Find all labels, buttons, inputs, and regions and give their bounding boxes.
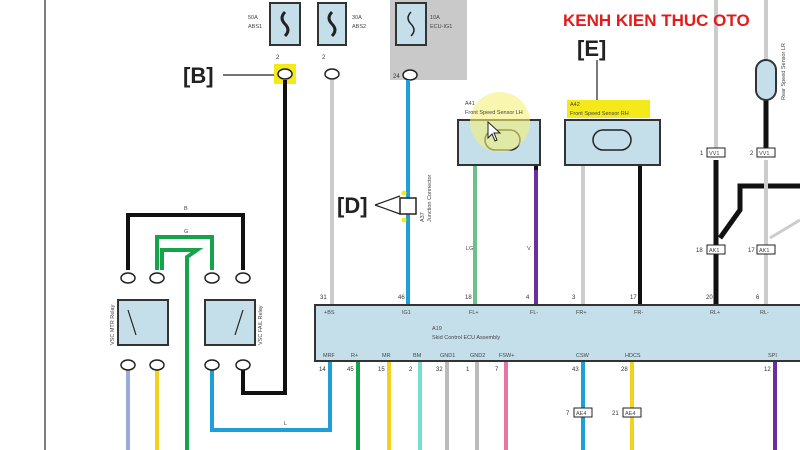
ecu-pin-number: 2: [409, 367, 413, 373]
ecu-pin-number: 46: [398, 295, 405, 301]
ecu-pin-number: 14: [319, 367, 326, 373]
ecu-pin-number: 1: [466, 367, 470, 373]
ecu-pin-label: RL-: [760, 310, 769, 316]
ecu-pin-number: 43: [572, 367, 579, 373]
ecu-pin-label: BM: [413, 353, 422, 359]
mouse-cursor-icon: [487, 120, 502, 142]
ecu-pin-label: GND2: [470, 353, 485, 359]
svg-text:24: 24: [393, 74, 400, 80]
svg-text:Skid Control ECU Assembly: Skid Control ECU Assembly: [432, 335, 500, 341]
svg-text:2: 2: [276, 55, 280, 61]
callout-d: [D]: [337, 193, 368, 218]
ecu-pin-number: 31: [320, 295, 327, 301]
relay-vsc-mtr: VSC MTR Relay: [110, 272, 169, 371]
front-speed-sensor-rh: A42 Front Speed Sensor RH: [564, 100, 661, 166]
ecu-pin-label: RL+: [710, 310, 720, 316]
ecu-pin-number: 32: [436, 367, 443, 373]
ecu-pin-number: 20: [706, 295, 713, 301]
svg-text:AE4: AE4: [576, 411, 586, 417]
ecu-pin-label: IG1: [402, 310, 411, 316]
ecu-pin-number: 3: [572, 295, 576, 301]
ecu-pin-number: 6: [756, 295, 760, 301]
ecu-pin-number: 28: [621, 367, 628, 373]
skid-control-ecu: A19 Skid Control ECU Assembly +BS31IG146…: [314, 295, 800, 373]
connector-ae4: AE4 AE4 7 21: [566, 407, 642, 418]
ecu-pin-label: +BS: [324, 310, 335, 316]
junction-name: Junction Connector: [427, 174, 433, 222]
svg-text:AK1: AK1: [709, 248, 719, 254]
svg-text:AK1: AK1: [759, 248, 769, 254]
svg-text:ECU-IG1: ECU-IG1: [430, 24, 452, 30]
watermark: KENH KIEN THUC OTO: [563, 11, 750, 30]
ecu-pin-number: 17: [630, 295, 637, 301]
fuse-abs2: 30A ABS2 2: [317, 2, 366, 80]
svg-text:Rear Speed Sensor LR: Rear Speed Sensor LR: [781, 43, 787, 100]
ecu-pin-number: 15: [378, 367, 385, 373]
svg-text:VV1: VV1: [709, 151, 719, 157]
ecu-pin-label: GND1: [440, 353, 455, 359]
front-speed-sensor-lh: A41 Front Speed Sensor LH LG V: [457, 92, 541, 252]
svg-text:ABS2: ABS2: [352, 24, 366, 30]
ecu-pin-label: R+: [351, 353, 358, 359]
junction-id: A37: [420, 212, 426, 222]
cursor-highlight: [470, 92, 530, 152]
svg-text:50A: 50A: [248, 15, 258, 21]
svg-text:21: 21: [612, 411, 619, 417]
ecu-pin-label: SPI: [768, 353, 777, 359]
callout-e: [E]: [577, 36, 606, 61]
svg-text:A19: A19: [432, 326, 442, 332]
callout-b: [B]: [183, 63, 214, 88]
svg-text:A41: A41: [465, 101, 475, 107]
wires: [126, 0, 800, 450]
svg-text:AE4: AE4: [625, 411, 635, 417]
svg-text:18: 18: [696, 248, 703, 254]
ecu-pin-number: 4: [526, 295, 530, 301]
ecu-pin-label: MR: [382, 353, 391, 359]
svg-text:2: 2: [322, 55, 326, 61]
ecu-pin-label: CSW: [576, 353, 590, 359]
svg-text:17: 17: [748, 248, 755, 254]
ecu-pin-label: FL+: [469, 310, 479, 316]
connector-ak1: AK1 AK1 18 17: [696, 244, 776, 255]
rear-speed-sensor: Rear Speed Sensor LR: [755, 43, 787, 101]
ecu-pin-number: 12: [764, 367, 771, 373]
svg-text:1: 1: [700, 151, 704, 157]
ecu-pin-label: MRF: [323, 353, 336, 359]
wire-color-label: B: [184, 206, 188, 212]
wire-color-label: L: [284, 421, 287, 427]
fuse-ecu-ig1: 10A ECU-IG1 24: [393, 2, 452, 81]
ecu-pin-label: HDCS: [625, 353, 641, 359]
svg-text:LG: LG: [466, 246, 473, 252]
svg-text:Front Speed Sensor RH: Front Speed Sensor RH: [570, 111, 629, 117]
ecu-pin-number: 45: [347, 367, 354, 373]
junction-connector-a37: A37 Junction Connector: [399, 174, 433, 223]
svg-text:V: V: [527, 246, 531, 252]
ecu-pin-number: 7: [495, 367, 499, 373]
ecu-pin-label: FR+: [576, 310, 587, 316]
ecu-pin-label: FL-: [530, 310, 538, 316]
svg-text:ABS1: ABS1: [248, 24, 262, 30]
connector-vv1: VV1 VV1 1 2: [700, 147, 776, 158]
ecu-pin-label: FR-: [634, 310, 643, 316]
relay-vsc-fail: VSC FAIL Relay: [204, 272, 264, 371]
svg-text:2: 2: [750, 151, 754, 157]
svg-text:VV1: VV1: [759, 151, 769, 157]
svg-text:VSC MTR Relay: VSC MTR Relay: [110, 304, 116, 345]
svg-text:30A: 30A: [352, 15, 362, 21]
svg-text:10A: 10A: [430, 15, 440, 21]
ecu-pin-number: 18: [465, 295, 472, 301]
wire-color-label: G: [184, 229, 188, 235]
fuse-abs1: 50A ABS1 2: [248, 2, 301, 84]
ecu-pin-label: FSW+: [499, 353, 514, 359]
svg-text:VSC FAIL Relay: VSC FAIL Relay: [258, 305, 264, 345]
svg-text:7: 7: [566, 411, 570, 417]
svg-text:Front Speed Sensor LH: Front Speed Sensor LH: [465, 110, 523, 116]
svg-text:A42: A42: [570, 102, 580, 108]
